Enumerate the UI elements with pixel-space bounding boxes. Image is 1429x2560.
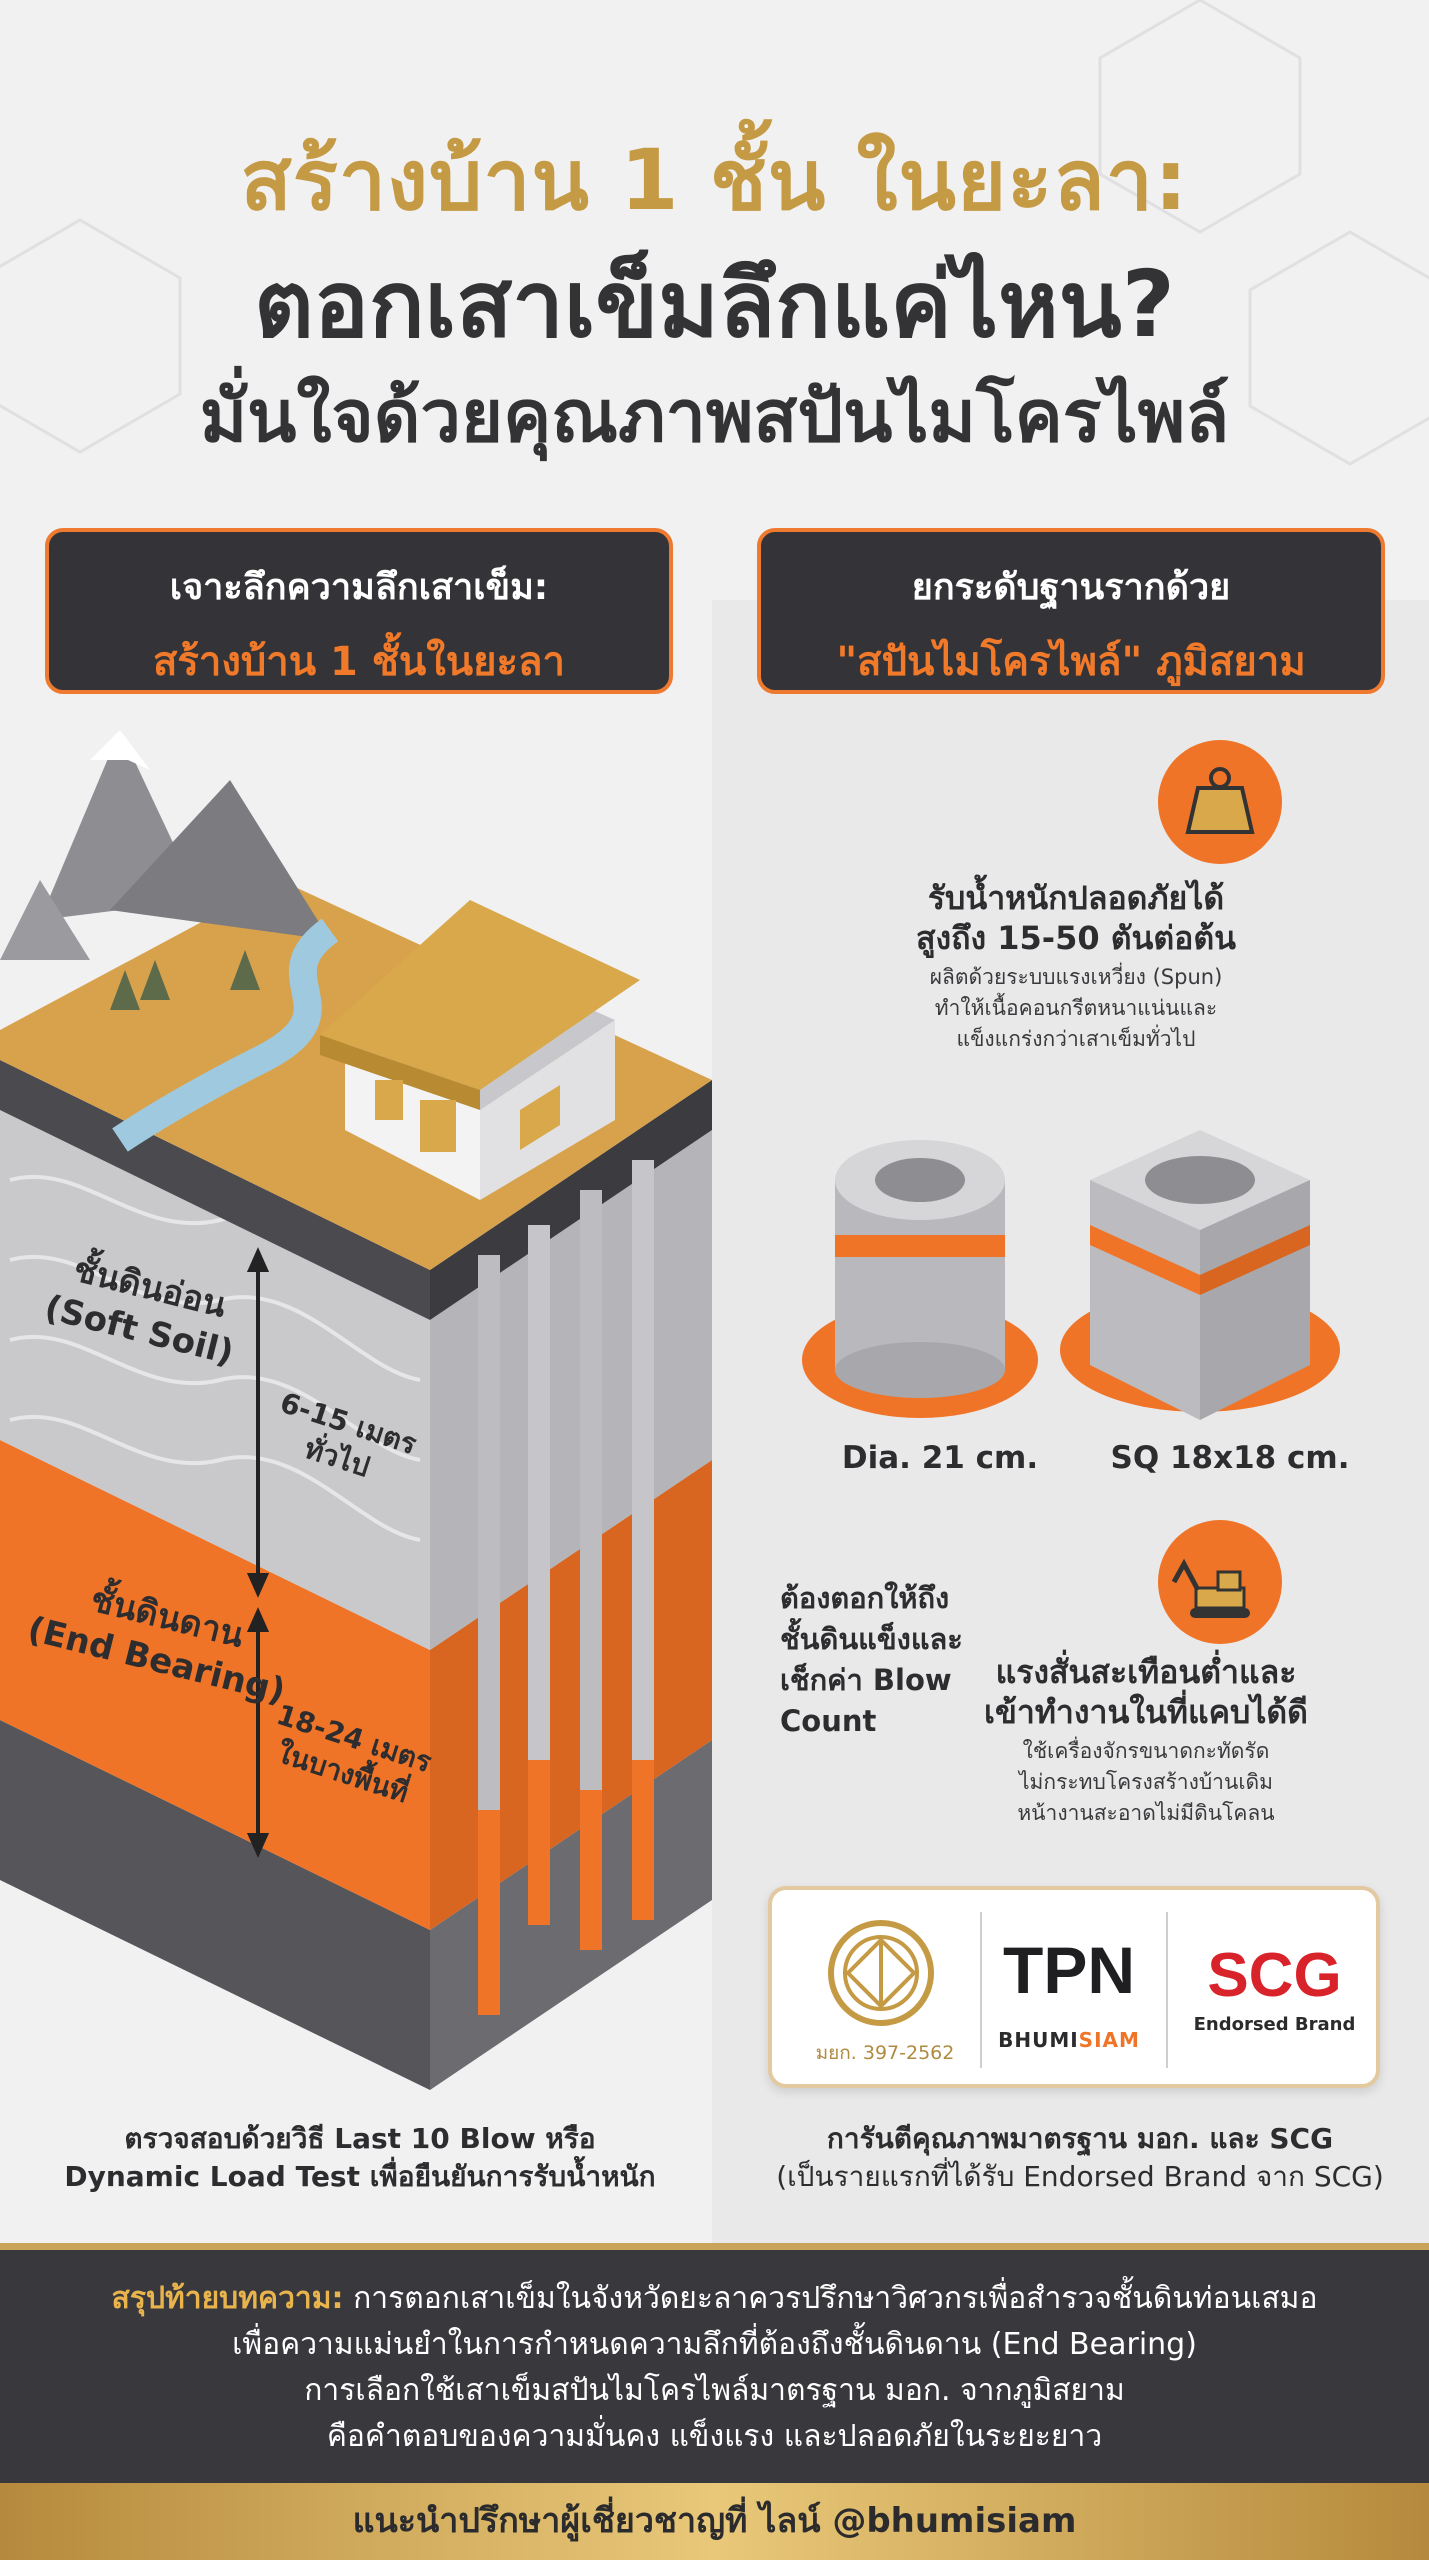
title-line-3: มั่นใจด้วยคุณภาพสปันไมโครไพล์ bbox=[199, 374, 1230, 458]
feature-vibration-title: แรงสั่นสะเทือนต่ำและ เข้าทำงานในที่แคบได… bbox=[906, 1652, 1386, 1732]
bedrock-layer bbox=[0, 1720, 430, 2090]
feature-load-title: รับน้ำหนักปลอดภัยได้ สูงถึง 15-50 ตันต่อ… bbox=[766, 878, 1386, 958]
left-caption-line-2: Dynamic Load Test เพื่อยืนยันการรับน้ำหน… bbox=[64, 2160, 656, 2193]
feature-load-desc-2: ทำให้เนื้อคอนกรีตหนาแน่นและ bbox=[934, 996, 1218, 1020]
round-pile-label: Dia. 21 cm. bbox=[841, 1440, 1039, 1476]
left-header-line-1: เจาะลึกความลึกเสาเข็ม: bbox=[169, 567, 549, 608]
blow-note-line-3: เช็กค่า Blow bbox=[780, 1663, 952, 1697]
brand-badge: มยก. 397-2562 TPN BHUMISIAM SCG Endorsed… bbox=[768, 1886, 1380, 2088]
feature-load-desc-3: แข็งแกร่งกว่าเสาเข็มทั่วไป bbox=[956, 1027, 1196, 1051]
blow-note-line-1: ต้องตอกให้ถึง bbox=[780, 1581, 950, 1615]
feature-vibration-title-2: เข้าทำงานในที่แคบได้ดี bbox=[984, 1693, 1308, 1731]
blow-note-line-2: ชั้นดินแข็งและ bbox=[780, 1622, 963, 1656]
feature-load-title-1: รับน้ำหนักปลอดภัยได้ bbox=[927, 879, 1225, 917]
right-header-line-1: ยกระดับฐานรากด้วย bbox=[911, 567, 1231, 608]
square-pile-icon bbox=[1090, 1130, 1310, 1420]
feature-vibration-description: ใช้เครื่องจักรขนาดกะทัดรัด ไม่กระทบโครงส… bbox=[906, 1736, 1386, 1829]
spun-micro-piles bbox=[478, 1160, 654, 2015]
summary-line-4: คือคำตอบของความมั่นคง แข็งแรง และปลอดภัย… bbox=[326, 2419, 1103, 2454]
feature-load-title-2: สูงถึง 15-50 ตันต่อต้น bbox=[915, 919, 1237, 957]
house-icon bbox=[320, 900, 640, 1200]
summary-line-1-text: การตอกเสาเข็มในจังหวัดยะลาควรปรึกษาวิศวก… bbox=[343, 2281, 1318, 2316]
right-caption-line-2: (เป็นรายแรกที่ได้รับ Endorsed Brand จาก … bbox=[776, 2160, 1384, 2193]
excavator-icon bbox=[1158, 1520, 1282, 1644]
feature-vibration-desc-2: ไม่กระทบโครงสร้างบ้านเดิม bbox=[1019, 1770, 1273, 1794]
river-icon bbox=[112, 918, 339, 1152]
title-line-2: ตอกเสาเข็มลึกแค่ไหน? bbox=[253, 251, 1176, 358]
weight-icon bbox=[1158, 740, 1282, 864]
summary-line-2: เพื่อความแม่นยำในการกำหนดความลึกที่ต้องถ… bbox=[232, 2327, 1197, 2362]
tis-standard-number: มยก. 397-2562 bbox=[815, 2042, 955, 2064]
right-caption-line-1: การันตีคุณภาพมาตรฐาน มอก. และ SCG bbox=[826, 2122, 1334, 2155]
summary-footer: สรุปท้ายบทความ: การตอกเสาเข็มในจังหวัดยะ… bbox=[0, 2243, 1429, 2483]
right-caption: การันตีคุณภาพมาตรฐาน มอก. และ SCG (เป็นร… bbox=[740, 2120, 1420, 2196]
square-pile-label: SQ 18x18 cm. bbox=[1110, 1440, 1350, 1476]
depth-arrows bbox=[246, 1247, 270, 1858]
line-contact-banner[interactable]: แนะนำปรึกษาผู้เชี่ยวชาญที่ ไลน์ @bhumisi… bbox=[0, 2483, 1429, 2560]
soil-cross-section-illustration bbox=[0, 730, 712, 2090]
bhumisiam-wordmark-b: SIAM bbox=[1078, 2028, 1140, 2052]
end-bearing-layer bbox=[0, 1440, 430, 1930]
summary-lead: สรุปท้ายบทความ: bbox=[111, 2281, 344, 2316]
pile-cross-sections bbox=[802, 1130, 1340, 1420]
right-section-header: ยกระดับฐานรากด้วย "สปันไมโครไพล์" ภูมิสย… bbox=[757, 528, 1385, 694]
feature-vibration-desc-1: ใช้เครื่องจักรขนาดกะทัดรัด bbox=[1022, 1739, 1270, 1763]
left-caption: ตรวจสอบด้วยวิธี Last 10 Blow หรือ Dynami… bbox=[20, 2120, 700, 2196]
tis-logo-icon bbox=[828, 1920, 934, 2026]
tpn-logo: TPN bbox=[1003, 1933, 1135, 2007]
scg-logo: SCG bbox=[1207, 1941, 1342, 2010]
right-header-line-2: "สปันไมโครไพล์" ภูมิสยาม bbox=[836, 639, 1306, 685]
blow-count-note: ต้องตอกให้ถึง ชั้นดินแข็งและ เช็กค่า Blo… bbox=[780, 1578, 963, 1742]
feature-load-description: ผลิตด้วยระบบแรงเหวี่ยง (Spun) ทำให้เนื้อ… bbox=[766, 962, 1386, 1055]
badge-divider-2 bbox=[1166, 1912, 1168, 2068]
left-header-line-2: สร้างบ้าน 1 ชั้นในยะลา bbox=[152, 639, 566, 685]
left-section-header: เจาะลึกความลึกเสาเข็ม: สร้างบ้าน 1 ชั้นใ… bbox=[45, 528, 673, 694]
summary-line-1: สรุปท้ายบทความ: การตอกเสาเข็มในจังหวัดยะ… bbox=[0, 2276, 1429, 2322]
title-line-1: สร้างบ้าน 1 ชั้น ในยะลา: bbox=[240, 131, 1189, 229]
left-caption-line-1: ตรวจสอบด้วยวิธี Last 10 Blow หรือ bbox=[124, 2122, 596, 2155]
scg-endorsed-text: Endorsed Brand bbox=[1193, 2014, 1356, 2035]
round-pile-icon bbox=[835, 1140, 1005, 1398]
feature-load-desc-1: ผลิตด้วยระบบแรงเหวี่ยง (Spun) bbox=[929, 965, 1223, 989]
blow-note-line-4: Count bbox=[780, 1704, 877, 1738]
feature-vibration-desc-3: หน้างานสะอาดไม่มีดินโคลน bbox=[1017, 1801, 1275, 1825]
bhumisiam-wordmark: BHUMISIAM bbox=[984, 2028, 1154, 2052]
badge-divider-1 bbox=[980, 1912, 982, 2068]
bhumisiam-wordmark-a: BHUMI bbox=[998, 2028, 1079, 2052]
feature-vibration-title-1: แรงสั่นสะเทือนต่ำและ bbox=[995, 1653, 1297, 1691]
summary-line-3: การเลือกใช้เสาเข็มสปันไมโครไพล์มาตรฐาน ม… bbox=[304, 2373, 1125, 2408]
